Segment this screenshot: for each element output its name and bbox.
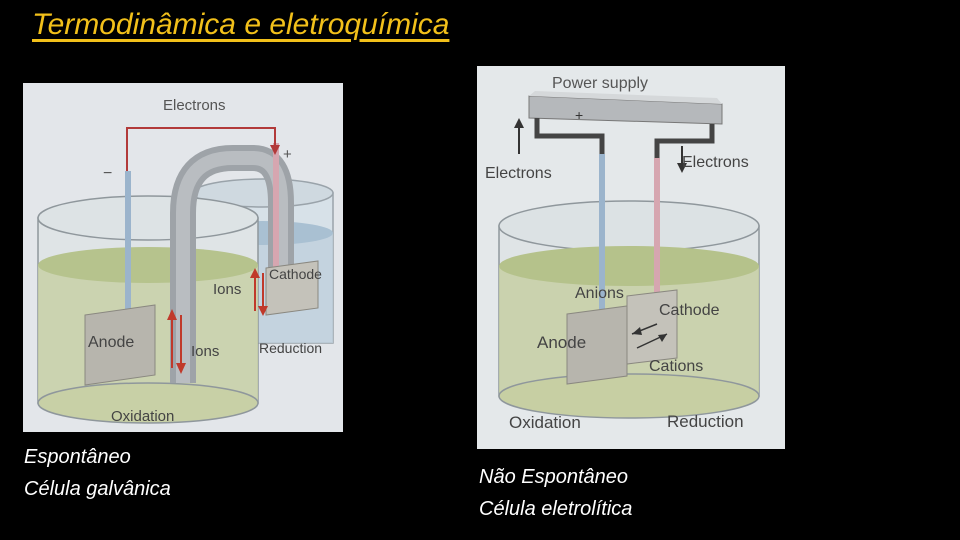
galvanic-cell-svg: Electrons − + Cathode Ions Anode Ions Re… [23, 83, 343, 432]
ions-lower-label: Ions [191, 343, 219, 360]
electrons-left-label: Electrons [485, 165, 552, 182]
electrolytic-cell-svg: Power supply + Electrons Electrons Anion… [477, 66, 785, 449]
anode-label: Anode [537, 333, 586, 352]
electrolytic-caption-line1: Não Espontâneo [479, 466, 629, 488]
oxidation-label: Oxidation [509, 413, 581, 432]
electrolytic-caption: Não Espontâneo Célula eletrolítica [479, 461, 632, 525]
plus-terminal-label: + [575, 107, 583, 123]
anode-label: Anode [88, 334, 134, 351]
galvanic-caption-line2: Célula galvânica [24, 478, 171, 500]
cations-label: Cations [649, 358, 703, 375]
minus-terminal-label: − [103, 165, 112, 182]
reduction-label: Reduction [259, 340, 322, 356]
electrolytic-cell-diagram: Power supply + Electrons Electrons Anion… [477, 66, 785, 449]
electrons-right-label: Electrons [682, 154, 749, 171]
galvanic-cell-diagram: Electrons − + Cathode Ions Anode Ions Re… [23, 83, 343, 432]
cathode-label: Cathode [659, 302, 720, 319]
cathode-label: Cathode [269, 266, 322, 282]
plus-terminal-label: + [283, 146, 292, 163]
power-supply-label: Power supply [552, 75, 648, 92]
galvanic-caption-line1: Espontâneo [24, 446, 131, 468]
reduction-label: Reduction [667, 412, 744, 431]
slide-title: Termodinâmica e eletroquímica [32, 8, 450, 41]
electrons-label: Electrons [163, 97, 226, 114]
anions-label: Anions [575, 285, 624, 302]
ions-upper-label: Ions [213, 281, 241, 298]
oxidation-label: Oxidation [111, 408, 174, 425]
galvanic-caption: Espontâneo Célula galvânica [24, 441, 171, 505]
electrolytic-caption-line2: Célula eletrolítica [479, 498, 633, 520]
